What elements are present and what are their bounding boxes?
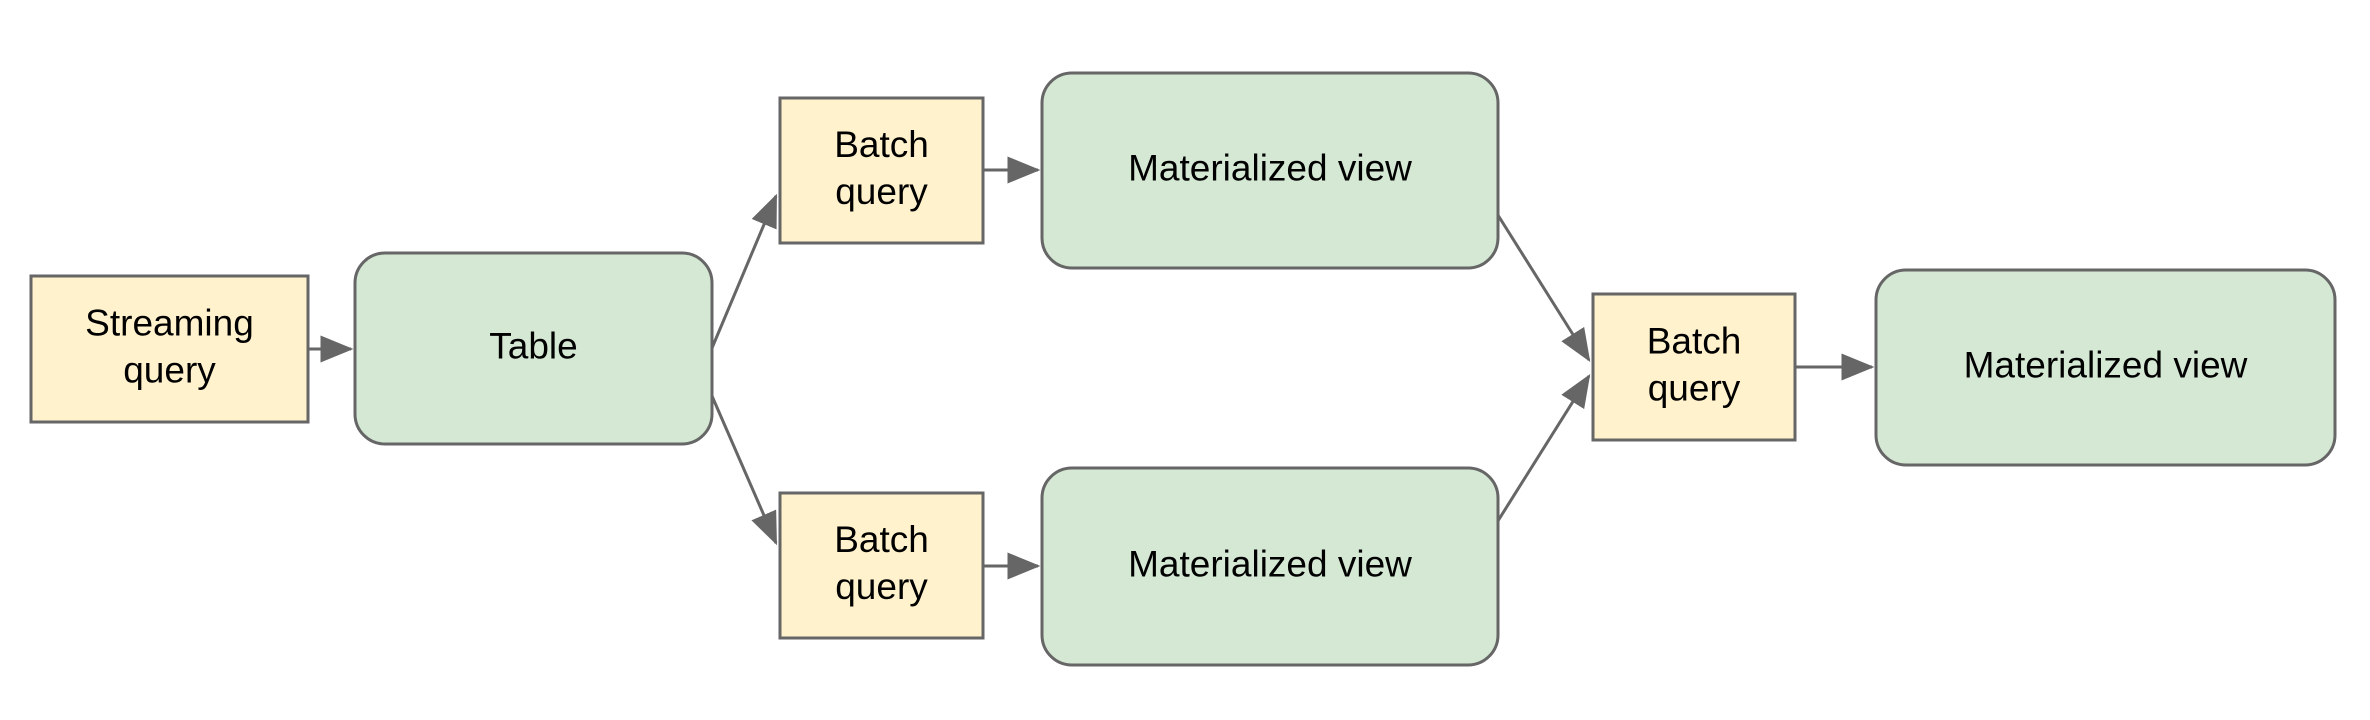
node-label-materialized-view-bottom: Materialized view [1128,543,1412,584]
node-shape-materialized-view-top [1040,71,1500,270]
node-batch-query-join[interactable]: Batch query [1591,292,1797,442]
node-label-batch-query-bottom: Batch [834,519,929,560]
node-shape-materialized-view-final [1874,268,2337,467]
node-label-batch-query-top: query [835,171,928,212]
node-materialized-view-bottom[interactable]: Materialized view [1040,466,1500,667]
nodes-layer: StreamingqueryTableBatchqueryMaterialize… [29,71,2337,667]
node-label-materialized-view-final: Materialized view [1964,344,2248,385]
edge-table-to-batch-top [710,193,778,349]
node-label-streaming-query: Streaming [85,302,254,343]
node-batch-query-bottom[interactable]: Batch query [778,491,985,640]
node-label-batch-query-bottom: query [835,566,928,607]
edge-mv-top-to-batch-join [1494,211,1591,363]
node-materialized-view-top[interactable]: Materialized view [1040,71,1500,270]
node-label-batch-query-join: Batch [1647,320,1742,361]
node-batch-query-top[interactable]: Batch query [778,96,985,245]
node-streaming-query[interactable]: Streaming query [29,274,310,424]
node-label-table: Table [489,325,577,366]
edge-mv-bottom-to-batch-join [1494,373,1591,525]
node-label-materialized-view-top: Materialized view [1128,147,1412,188]
node-shape-materialized-view-bottom [1040,466,1500,667]
node-label-batch-query-join: query [1648,367,1741,408]
node-table[interactable]: Table [353,251,714,446]
node-materialized-view-final[interactable]: Materialized view [1874,268,2337,467]
node-label-batch-query-top: Batch [834,124,929,165]
node-shape-batch-query-join [1591,292,1797,442]
node-label-streaming-query: query [123,349,216,390]
node-shape-batch-query-top [778,96,985,245]
node-shape-batch-query-bottom [778,491,985,640]
edges-layer [308,156,1875,580]
node-shape-table [353,251,714,446]
node-shape-streaming-query [29,274,310,424]
edge-table-to-batch-bottom [710,395,778,546]
